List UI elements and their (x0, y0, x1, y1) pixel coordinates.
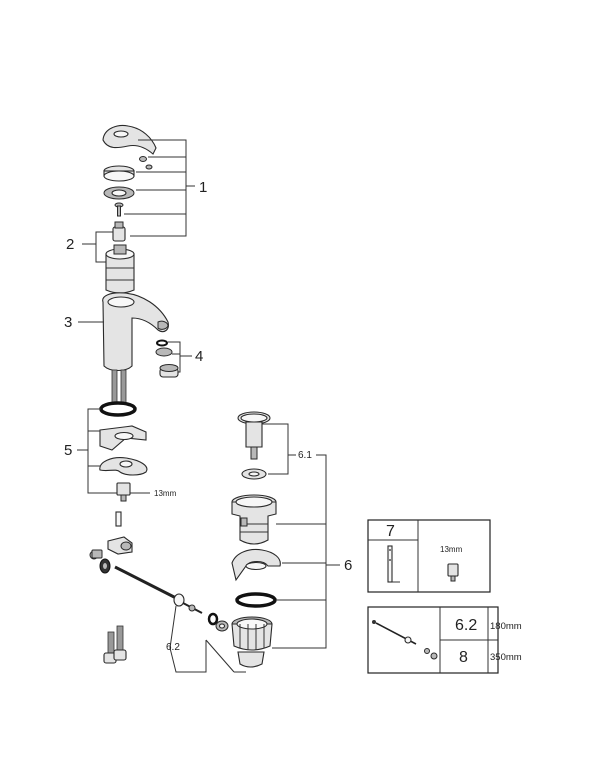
aerator (155, 339, 179, 378)
callout-6: 6 (344, 557, 352, 574)
rods-table: 6.2 180mm 8 350mm (367, 606, 522, 674)
faucet-body (102, 292, 169, 372)
cover-ring (103, 165, 135, 182)
threaded-rod (115, 511, 122, 527)
callout-1: 1 (199, 179, 207, 196)
callout-3: 3 (64, 314, 72, 331)
plug-seal-ring (241, 468, 267, 480)
rods-table-code: 6.2 (455, 617, 477, 634)
callout-5: 5 (64, 442, 72, 459)
fixing-plate (99, 425, 147, 451)
rods-table-length: 180mm (490, 621, 522, 632)
tools-box-number: 7 (386, 523, 395, 540)
pop-up-plug (237, 411, 271, 460)
horseshoe-washer (99, 457, 148, 476)
fixing-nut (116, 482, 131, 502)
rods-table-length: 350mm (490, 652, 522, 663)
pop-up-nut (99, 558, 111, 574)
pop-up-linkage (89, 536, 133, 560)
pivot-nut (207, 612, 229, 632)
flexible-hoses (111, 369, 127, 405)
lever-handle (102, 124, 157, 155)
hex-key-icon (387, 545, 400, 583)
cartridge (105, 244, 135, 294)
waste-gasket (231, 548, 281, 582)
tools-box-wrench-label: 13mm (440, 545, 463, 554)
waste-body (231, 494, 277, 545)
rods-table-code: 8 (459, 649, 468, 666)
callout-6-2: 6.2 (166, 642, 180, 653)
washer (103, 186, 135, 200)
callout-4: 4 (195, 348, 203, 365)
pivot-rod (114, 565, 203, 614)
callout-6-1: 6.1 (298, 450, 312, 461)
wrench-size-label: 13mm (154, 489, 177, 498)
waste-o-ring (235, 592, 277, 608)
handle-screw-small (139, 156, 153, 170)
waste-nut (231, 616, 273, 651)
callout-2: 2 (66, 236, 74, 253)
socket-wrench-icon (447, 563, 459, 582)
leader-lines (77, 139, 340, 673)
screw (114, 202, 124, 217)
rod-icon (372, 620, 438, 660)
waste-tailpiece (237, 651, 265, 668)
supply-hose-ends (103, 625, 127, 664)
adapter (112, 221, 126, 242)
tools-box: 7 13mm (367, 519, 491, 593)
o-ring-top (99, 401, 137, 417)
